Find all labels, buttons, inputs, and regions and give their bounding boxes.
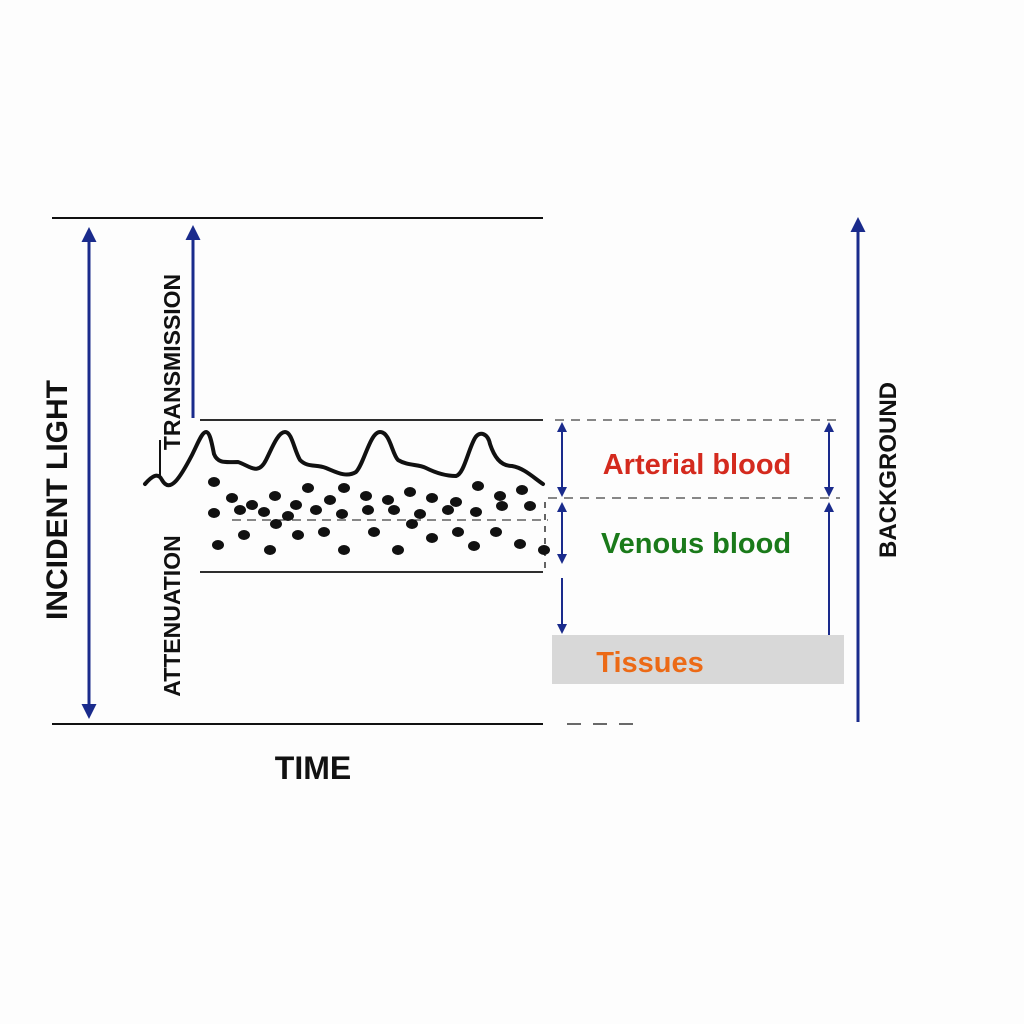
blood-cell-dot xyxy=(452,527,464,537)
incident-light-label: INCIDENT LIGHT xyxy=(41,380,74,620)
blood-cell-dot xyxy=(226,493,238,503)
blood-cell-dot xyxy=(362,505,374,515)
blood-cell-dot xyxy=(310,505,322,515)
blood-cell-dot xyxy=(338,483,350,493)
blood-cell-dot xyxy=(414,509,426,519)
blood-cell-dot xyxy=(318,527,330,537)
blood-cell-dot xyxy=(514,539,526,549)
attenuation-label: ATTENUATION xyxy=(159,535,185,696)
blood-cell-dot xyxy=(336,509,348,519)
blood-cell-dot xyxy=(208,477,220,487)
blood-cell-dot xyxy=(382,495,394,505)
blood-cell-dot xyxy=(450,497,462,507)
blood-cell-dot xyxy=(490,527,502,537)
venous-blood-dots xyxy=(208,477,550,555)
blood-cell-dot xyxy=(290,500,302,510)
blood-cell-dot xyxy=(258,507,270,517)
blood-cell-dot xyxy=(269,491,281,501)
ppg-waveform xyxy=(143,430,545,488)
blood-cell-dot xyxy=(426,493,438,503)
transmission-label: TRANSMISSION xyxy=(159,274,185,450)
blood-cell-dot xyxy=(270,519,282,529)
background-label: BACKGROUND xyxy=(875,382,902,558)
blood-cell-dot xyxy=(388,505,400,515)
arterial-blood-label: Arterial blood xyxy=(603,449,792,481)
time-label: TIME xyxy=(275,750,351,786)
blood-cell-dot xyxy=(494,491,506,501)
blood-cell-dot xyxy=(524,501,536,511)
venous-blood-label: Venous blood xyxy=(601,528,791,560)
blood-cell-dot xyxy=(264,545,276,555)
blood-cell-dot xyxy=(338,545,350,555)
blood-cell-dot xyxy=(470,507,482,517)
blood-cell-dot xyxy=(282,511,294,521)
blood-cell-dot xyxy=(360,491,372,501)
blood-cell-dot xyxy=(246,500,258,510)
blood-cell-dot xyxy=(516,485,528,495)
blood-cell-dot xyxy=(234,505,246,515)
blood-cell-dot xyxy=(212,540,224,550)
tissues-label: Tissues xyxy=(596,647,703,679)
blood-cell-dot xyxy=(368,527,380,537)
blood-cell-dot xyxy=(496,501,508,511)
blood-cell-dot xyxy=(406,519,418,529)
blood-cell-dot xyxy=(468,541,480,551)
blood-cell-dot xyxy=(292,530,304,540)
blood-cell-dot xyxy=(538,545,550,555)
blood-cell-dot xyxy=(472,481,484,491)
blood-cell-dot xyxy=(392,545,404,555)
tissues-band xyxy=(552,635,844,684)
blood-cell-dot xyxy=(442,505,454,515)
blood-cell-dot xyxy=(426,533,438,543)
blood-cell-dot xyxy=(302,483,314,493)
blood-cell-dot xyxy=(404,487,416,497)
blood-cell-dot xyxy=(208,508,220,518)
blood-cell-dot xyxy=(324,495,336,505)
blood-cell-dot xyxy=(238,530,250,540)
